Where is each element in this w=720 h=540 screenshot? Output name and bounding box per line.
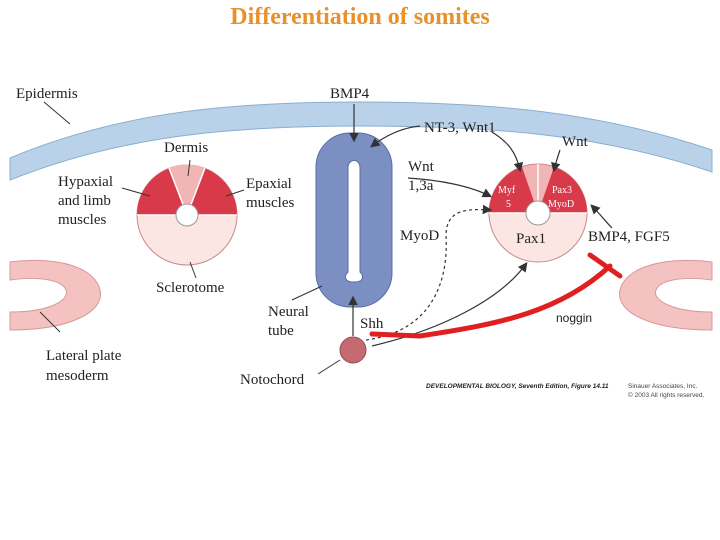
credit-publisher: Sinauer Associates, Inc. xyxy=(628,383,698,390)
label-myf5: 5 xyxy=(506,199,511,210)
label-wnt13-2: 1,3a xyxy=(408,178,434,194)
notochord xyxy=(339,336,367,364)
credit-rights: © 2003 All rights reserved. xyxy=(628,391,705,399)
arrow-nt3-somite xyxy=(491,131,524,173)
neural-tube-lumen xyxy=(345,160,363,283)
label-sclerotome: Sclerotome xyxy=(156,280,225,296)
page-title: Differentiation of somites xyxy=(230,4,490,30)
arrow-wnt13 xyxy=(407,177,493,198)
lateral-plate-right xyxy=(619,259,713,331)
label-myod-small: MyoD xyxy=(548,199,574,210)
somite-right xyxy=(488,163,588,263)
label-hypaxial-1: Hypaxial xyxy=(58,174,113,190)
noggin-inhibition-line xyxy=(369,263,613,339)
lateral-plate-left xyxy=(9,259,101,331)
label-dermis: Dermis xyxy=(164,140,208,156)
label-myod-left: MyoD xyxy=(400,228,439,244)
credit-book: DEVELOPMENTAL BIOLOGY, Seventh Edition, … xyxy=(426,383,609,390)
label-myf: Myf xyxy=(498,185,516,196)
label-pax1: Pax1 xyxy=(516,231,546,247)
label-nt3-wnt1: NT-3, Wnt1 xyxy=(424,120,496,136)
arrow-notochord-sclerotome xyxy=(371,262,528,347)
label-neural-2: tube xyxy=(268,323,294,339)
somite-left xyxy=(136,164,238,266)
arrow-nt3 xyxy=(370,125,421,148)
label-pax3: Pax3 xyxy=(552,185,572,196)
label-notochord: Notochord xyxy=(240,372,305,388)
label-lateral-2: mesoderm xyxy=(46,368,109,384)
label-wnt13-1: Wnt xyxy=(408,159,435,175)
noggin-inhibition-bar xyxy=(587,252,623,279)
epidermis-band xyxy=(9,101,713,181)
label-neural-1: Neural xyxy=(268,304,309,320)
label-hypaxial-3: muscles xyxy=(58,212,106,228)
label-shh: Shh xyxy=(360,316,384,332)
label-epaxial-1: Epaxial xyxy=(246,176,292,192)
label-lateral-1: Lateral plate xyxy=(46,348,122,364)
label-epaxial-2: muscles xyxy=(246,195,294,211)
label-bmp4-fgf5: BMP4, FGF5 xyxy=(588,229,670,245)
label-bmp4-top: BMP4 xyxy=(330,86,370,102)
label-wnt-right: Wnt xyxy=(562,134,589,150)
arrow-wnt-right xyxy=(551,149,561,173)
label-hypaxial-2: and limb xyxy=(58,193,111,209)
label-epidermis: Epidermis xyxy=(16,86,78,102)
arrow-bmp4-fgf5 xyxy=(590,204,613,229)
label-noggin: noggin xyxy=(556,311,592,325)
